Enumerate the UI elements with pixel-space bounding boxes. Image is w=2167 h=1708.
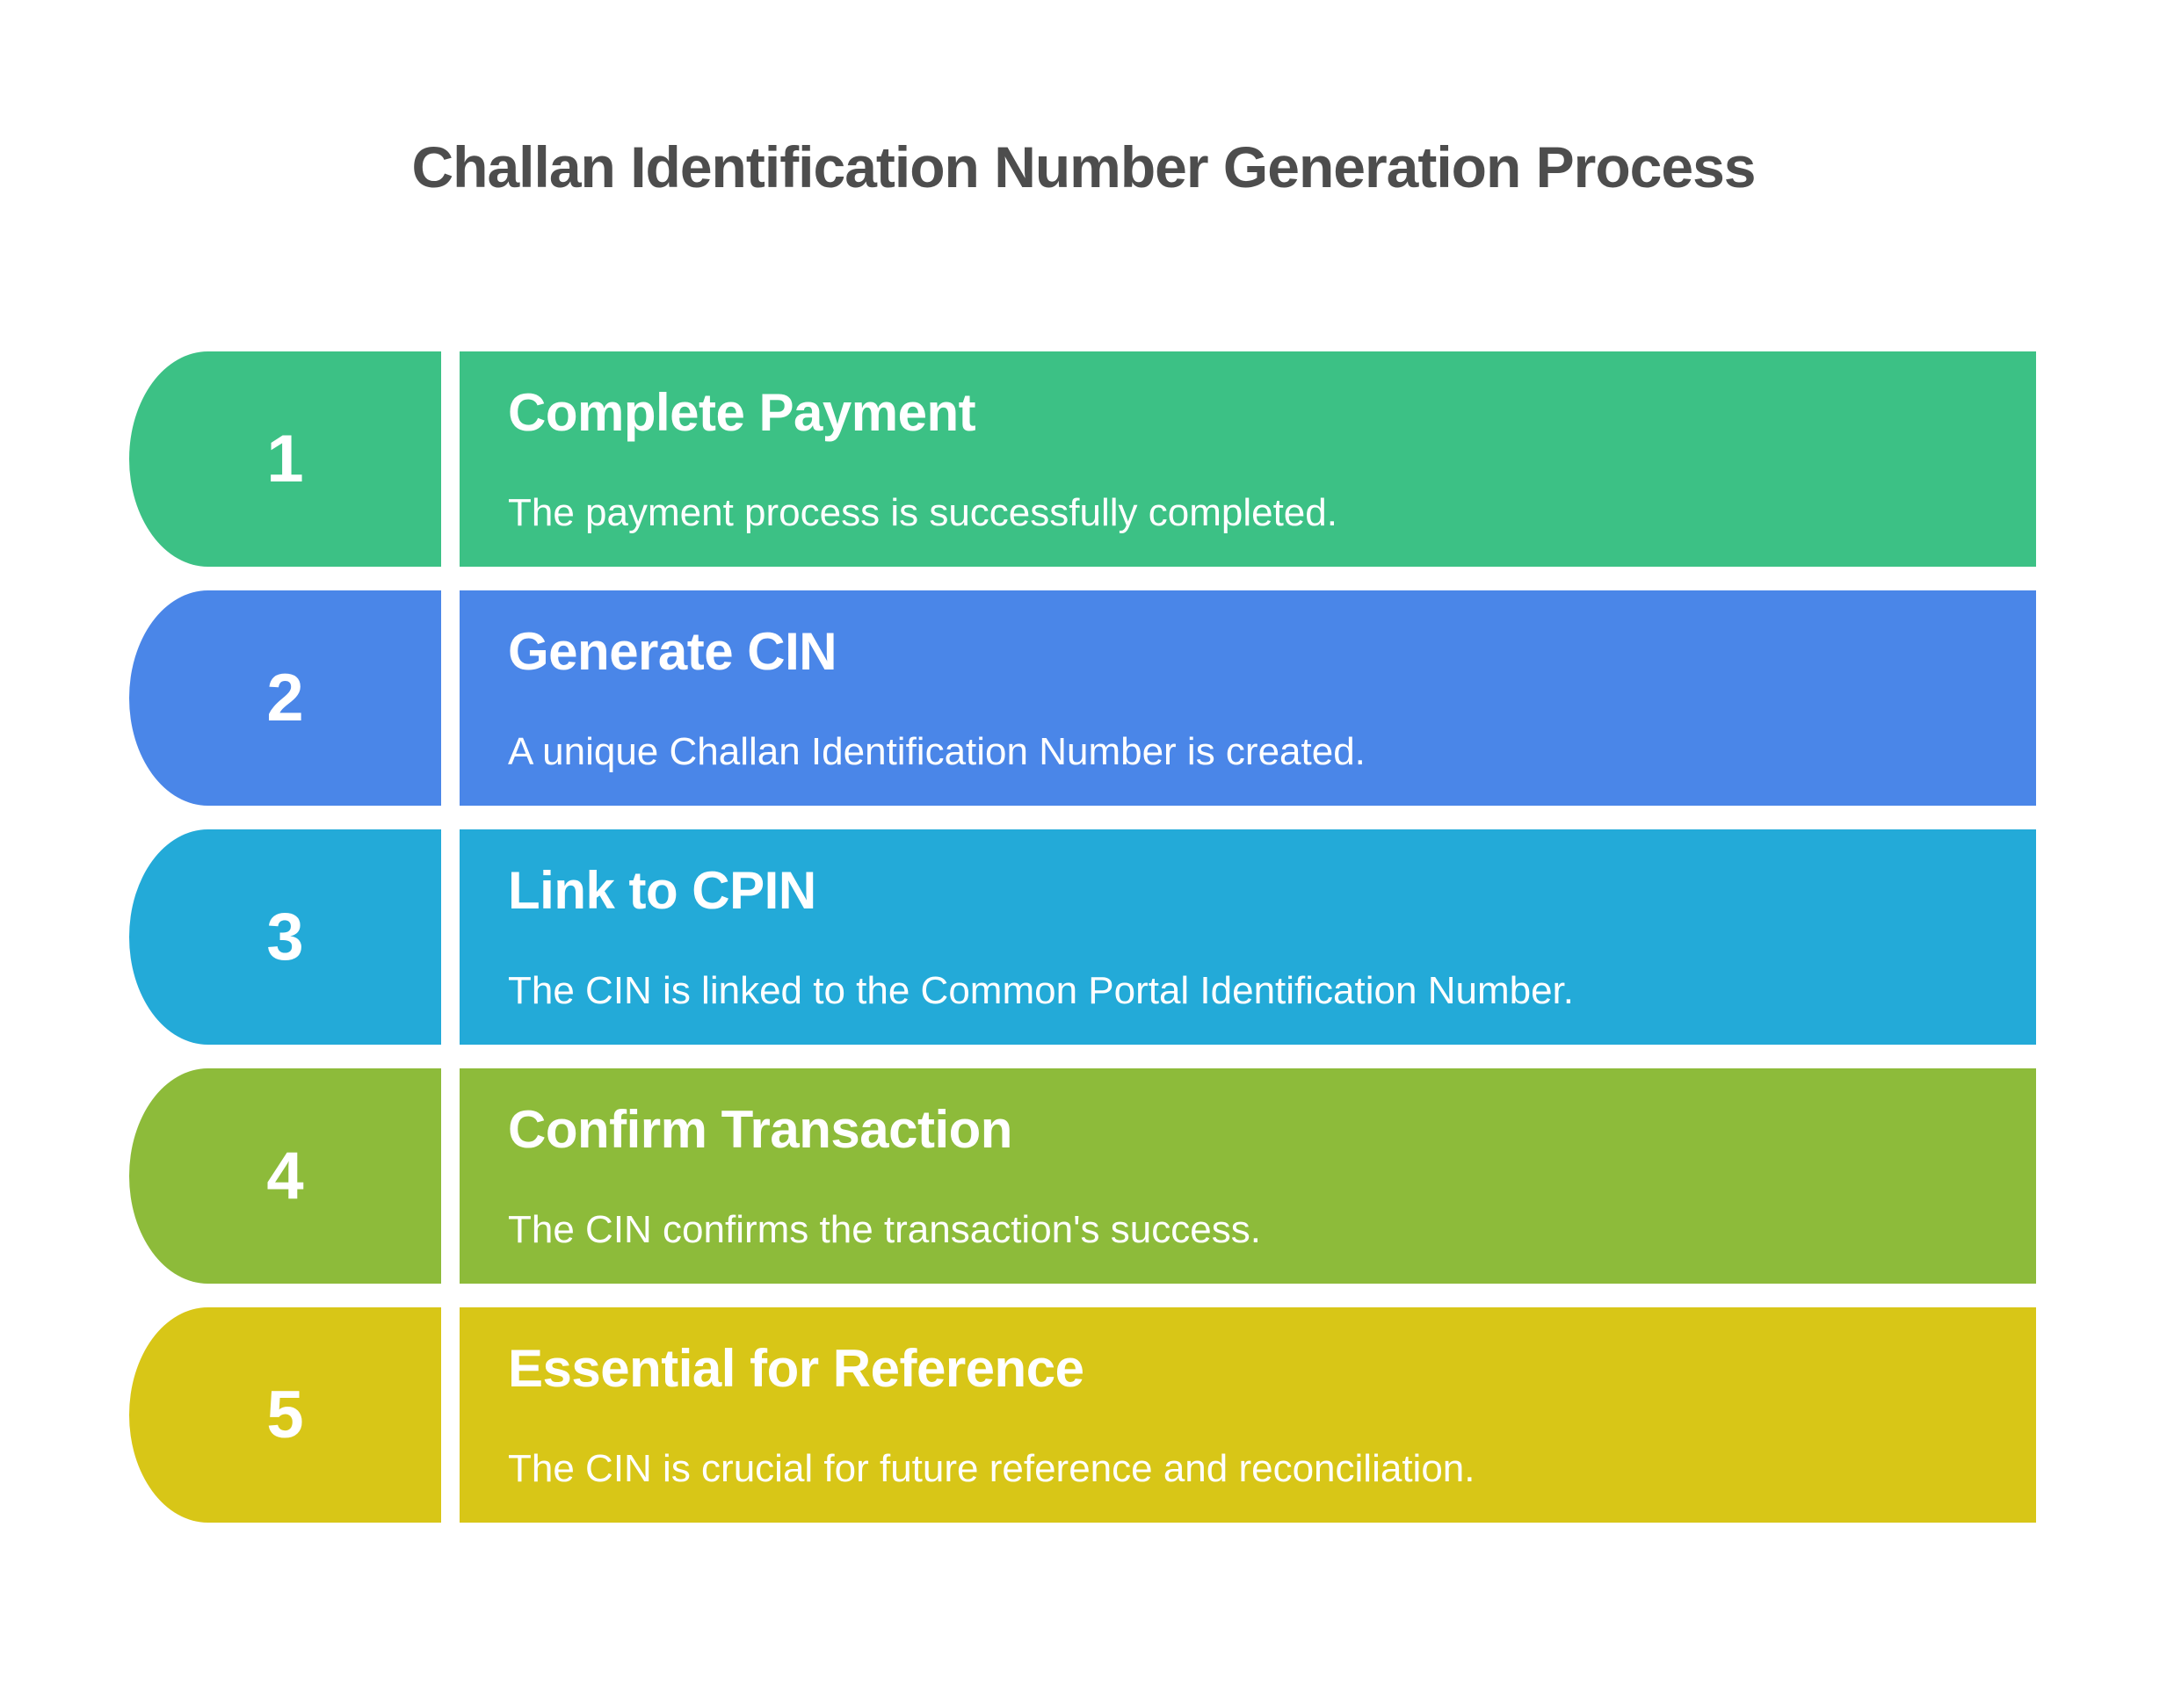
step-card: Generate CIN A unique Challan Identifica… [460, 590, 2036, 806]
step-row-3: 3 Link to CPIN The CIN is linked to the … [129, 829, 2036, 1045]
step-description: The payment process is successfully comp… [508, 490, 1337, 534]
step-title: Link to CPIN [508, 860, 816, 920]
step-number-pill: 3 [129, 829, 441, 1045]
step-number: 3 [266, 899, 304, 974]
step-number: 2 [266, 660, 304, 735]
step-description: The CIN is linked to the Common Portal I… [508, 968, 1574, 1012]
step-number-pill: 2 [129, 590, 441, 806]
steps-list: 1 Complete Payment The payment process i… [129, 351, 2036, 1523]
step-description: A unique Challan Identification Number i… [508, 729, 1366, 773]
step-number: 1 [266, 421, 304, 496]
step-row-2: 2 Generate CIN A unique Challan Identifi… [129, 590, 2036, 806]
step-number: 4 [266, 1138, 304, 1213]
step-row-4: 4 Confirm Transaction The CIN confirms t… [129, 1068, 2036, 1284]
step-number-pill: 5 [129, 1307, 441, 1523]
step-card: Link to CPIN The CIN is linked to the Co… [460, 829, 2036, 1045]
step-number-pill: 1 [129, 351, 441, 567]
step-title: Complete Payment [508, 382, 976, 442]
step-description: The CIN is crucial for future reference … [508, 1446, 1475, 1490]
step-title: Confirm Transaction [508, 1099, 1012, 1159]
step-number: 5 [266, 1377, 304, 1452]
step-row-1: 1 Complete Payment The payment process i… [129, 351, 2036, 567]
step-card: Confirm Transaction The CIN confirms the… [460, 1068, 2036, 1284]
step-row-5: 5 Essential for Reference The CIN is cru… [129, 1307, 2036, 1523]
page-title: Challan Identification Number Generation… [411, 134, 1756, 199]
step-card: Essential for Reference The CIN is cruci… [460, 1307, 2036, 1523]
step-title: Generate CIN [508, 621, 837, 681]
step-number-pill: 4 [129, 1068, 441, 1284]
step-card: Complete Payment The payment process is … [460, 351, 2036, 567]
step-title: Essential for Reference [508, 1338, 1084, 1398]
step-description: The CIN confirms the transaction's succe… [508, 1207, 1261, 1251]
